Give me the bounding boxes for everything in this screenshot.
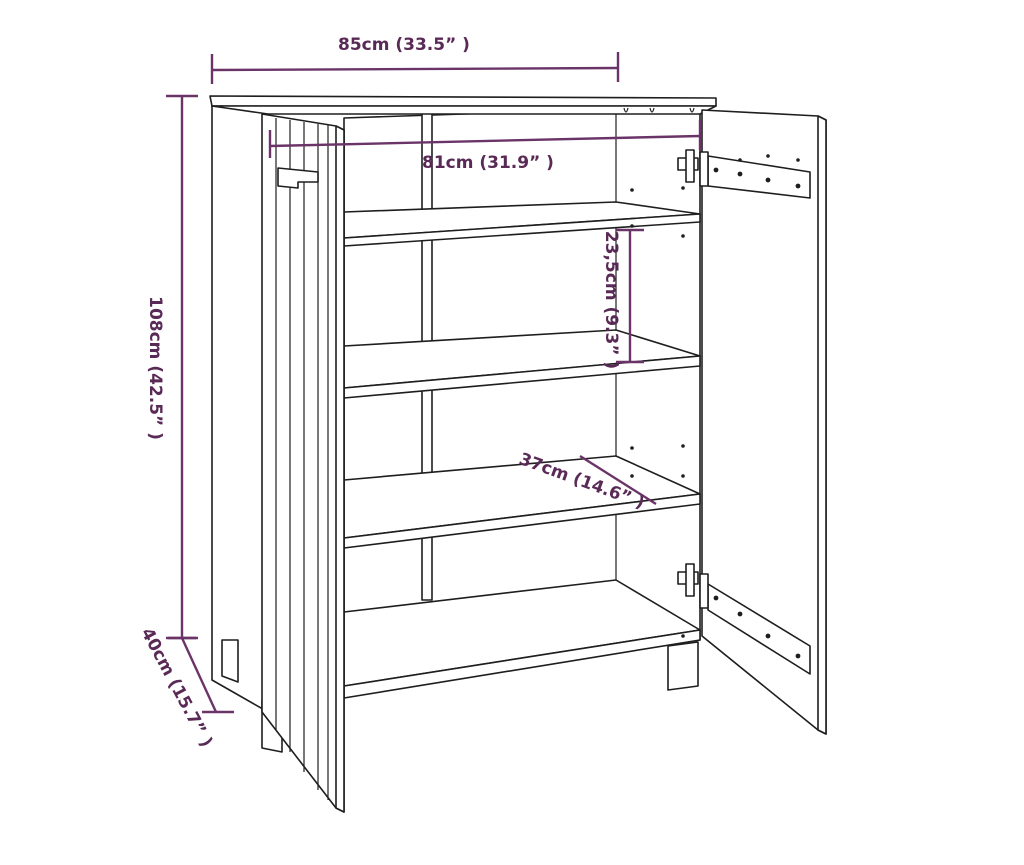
door-handle	[277, 167, 319, 189]
cabinet-top-underside	[211, 105, 717, 115]
left-door	[261, 113, 345, 813]
hinge-bottom	[677, 563, 709, 609]
leg-left-back	[221, 639, 239, 683]
left-side-panel	[211, 105, 269, 713]
hinge-top	[677, 149, 709, 187]
height-label: 108cm (42.5” )	[145, 296, 165, 440]
shelf-spacing-label: 23,5cm (9.3” )	[601, 231, 621, 369]
left-door-edge	[335, 125, 345, 813]
dimension-shelf-spacing: 23,5cm (9.3” )	[601, 228, 644, 369]
right-door	[677, 109, 827, 735]
right-door-edge	[817, 115, 827, 735]
dimension-width: 85cm (33.5” )	[210, 35, 620, 84]
left-door-panel	[261, 113, 345, 813]
top-slot-3	[689, 107, 695, 113]
cabinet-body	[209, 95, 717, 753]
dimension-height: 108cm (42.5” )	[145, 94, 198, 640]
inner-width-label: 81cm (31.9” )	[422, 153, 554, 173]
width-label: 85cm (33.5” )	[338, 35, 470, 55]
top-slot-2	[649, 107, 655, 113]
cabinet-top	[209, 95, 717, 107]
dimension-inner-width: 81cm (31.9” )	[268, 120, 702, 173]
top-slot-1	[623, 107, 629, 113]
leg-right	[667, 641, 699, 691]
